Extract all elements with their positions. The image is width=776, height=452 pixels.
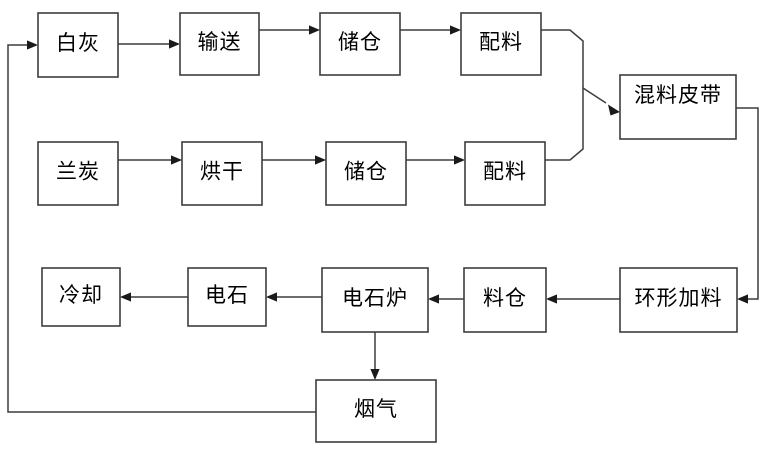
arrowhead-icon bbox=[450, 25, 461, 35]
node-label: 烟气 bbox=[354, 397, 398, 421]
flow-edge-e-hunliao-huanxing bbox=[736, 107, 759, 304]
flow-node-shu-song[interactable]: 输送 bbox=[179, 12, 260, 76]
node-box[interactable] bbox=[325, 141, 407, 206]
arrowhead-icon bbox=[428, 294, 439, 304]
node-label: 储仓 bbox=[338, 30, 382, 54]
flow-line bbox=[541, 29, 584, 108]
flow-node-huan-xing-jia-liao[interactable]: 环形加料 bbox=[619, 267, 738, 333]
flow-node-pei-liao-2[interactable]: 配料 bbox=[464, 141, 546, 206]
flow-edge-e-chucang1-peiliao1 bbox=[400, 25, 461, 35]
node-box[interactable] bbox=[619, 74, 737, 140]
node-label: 兰炭 bbox=[56, 159, 100, 183]
node-box[interactable] bbox=[463, 267, 547, 333]
arrowhead-icon bbox=[546, 294, 557, 304]
flow-line bbox=[7, 44, 316, 413]
node-box[interactable] bbox=[460, 12, 542, 76]
arrowhead-icon bbox=[454, 155, 465, 165]
node-box[interactable] bbox=[464, 141, 546, 206]
flow-edge-e-dianshilu-dianshi bbox=[266, 292, 322, 302]
node-box[interactable] bbox=[37, 141, 119, 206]
node-box[interactable] bbox=[319, 12, 401, 76]
flow-edge-e-peiliao1-merge bbox=[541, 29, 584, 108]
node-box[interactable] bbox=[179, 12, 260, 76]
flow-edge-e-huanxing-liaocang bbox=[546, 294, 620, 304]
flow-node-lan-tan[interactable]: 兰炭 bbox=[37, 141, 119, 206]
edges-layer bbox=[7, 25, 759, 413]
arrowhead-icon bbox=[608, 104, 620, 116]
node-label: 配料 bbox=[483, 159, 527, 183]
node-box[interactable] bbox=[181, 141, 263, 206]
flow-edge-e-honggan-chucang2 bbox=[262, 155, 326, 165]
flow-node-chu-cang-2[interactable]: 储仓 bbox=[325, 141, 407, 206]
node-box[interactable] bbox=[37, 12, 119, 78]
flow-node-bai-hui[interactable]: 白灰 bbox=[37, 12, 119, 78]
flow-edge-e-liaocang-dianshilu bbox=[428, 294, 464, 304]
node-box[interactable] bbox=[321, 267, 429, 333]
node-label: 混料皮带 bbox=[634, 83, 722, 107]
flow-edge-e-dianshilu-yanqi bbox=[370, 332, 380, 380]
flow-edge-e-baihui-shusong bbox=[118, 39, 180, 49]
flow-node-chu-cang-1[interactable]: 储仓 bbox=[319, 12, 401, 76]
arrowhead-icon bbox=[370, 369, 380, 380]
flow-node-leng-que[interactable]: 冷却 bbox=[41, 267, 121, 327]
arrowhead-icon bbox=[169, 39, 180, 49]
node-box[interactable] bbox=[619, 267, 738, 333]
arrowhead-icon bbox=[171, 155, 182, 165]
node-label: 料仓 bbox=[483, 286, 527, 310]
node-box[interactable] bbox=[187, 267, 267, 327]
flow-node-yan-qi[interactable]: 烟气 bbox=[315, 379, 437, 443]
node-box[interactable] bbox=[315, 379, 437, 443]
node-label: 环形加料 bbox=[635, 286, 723, 310]
node-label: 白灰 bbox=[56, 31, 100, 55]
flow-edge-e-yanqi-baihui bbox=[7, 40, 316, 413]
node-label: 储仓 bbox=[344, 159, 388, 183]
flow-edge-e-shusong-chucang1 bbox=[259, 25, 320, 35]
node-label: 电石 bbox=[205, 283, 249, 307]
flow-edge-e-lantan-honggan bbox=[118, 155, 182, 165]
node-label: 电石炉 bbox=[342, 286, 408, 310]
arrowhead-icon bbox=[120, 292, 131, 302]
flow-node-hong-gan[interactable]: 烘干 bbox=[181, 141, 263, 206]
node-label: 输送 bbox=[198, 30, 242, 54]
node-box[interactable] bbox=[41, 267, 121, 327]
nodes-layer: 白灰输送储仓配料混料皮带兰炭烘干储仓配料冷却电石电石炉料仓环形加料烟气 bbox=[37, 12, 738, 443]
node-label: 冷却 bbox=[59, 283, 103, 307]
flow-node-pei-liao-1[interactable]: 配料 bbox=[460, 12, 542, 76]
flow-edge-e-chucang2-peiliao2 bbox=[406, 155, 465, 165]
flow-node-dian-shi-lu[interactable]: 电石炉 bbox=[321, 267, 429, 333]
flow-node-dian-shi[interactable]: 电石 bbox=[187, 267, 267, 327]
arrowhead-icon bbox=[27, 40, 38, 50]
flow-node-hun-liao-pi-dai[interactable]: 混料皮带 bbox=[619, 74, 737, 140]
node-label: 配料 bbox=[479, 30, 523, 54]
arrowhead-icon bbox=[315, 155, 326, 165]
flow-node-liao-cang[interactable]: 料仓 bbox=[463, 267, 547, 333]
flow-edge-e-dianshi-lengque bbox=[120, 292, 188, 302]
flow-edge-e-peiliao2-merge bbox=[545, 108, 584, 161]
flow-line bbox=[545, 108, 584, 161]
arrowhead-icon bbox=[737, 294, 748, 304]
flow-line bbox=[582, 87, 607, 104]
node-label: 烘干 bbox=[200, 159, 244, 183]
arrowhead-icon bbox=[309, 25, 320, 35]
flow-edge-e-merge-hunliao bbox=[582, 87, 620, 116]
flow-line bbox=[736, 107, 759, 300]
arrowhead-icon bbox=[266, 292, 277, 302]
